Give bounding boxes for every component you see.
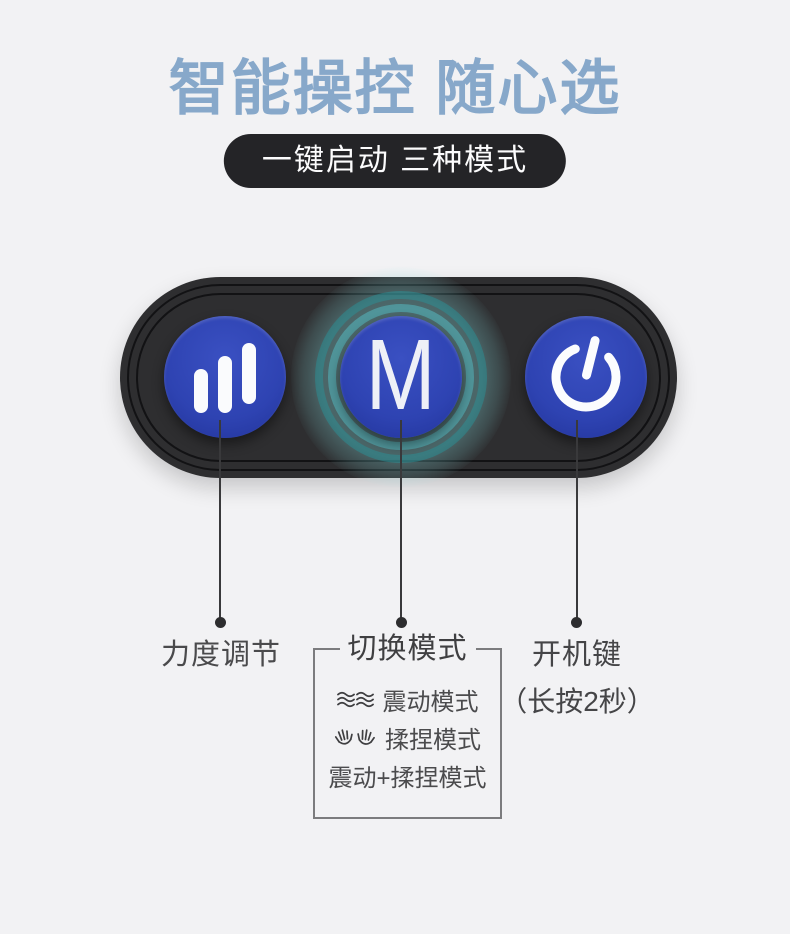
callout-line-mode	[400, 420, 402, 618]
page-title: 智能操控 随心选	[168, 55, 622, 122]
signal-bars-icon	[194, 342, 256, 413]
power-icon	[551, 336, 621, 412]
power-button[interactable]	[525, 316, 647, 438]
callout-dot-mode	[396, 617, 407, 628]
intensity-label: 力度调节	[160, 639, 281, 671]
callout-line-power	[576, 420, 578, 618]
power-sublabel: （长按2秒）	[499, 686, 655, 717]
mode-option-text: 震动+揉捏模式	[328, 764, 487, 792]
intensity-button[interactable]	[164, 316, 286, 438]
power-label: 开机键	[531, 639, 622, 671]
mode-options-list: 震动模式	[315, 686, 500, 792]
callout-dot-intensity	[215, 617, 226, 628]
mode-label: 切换模式	[339, 631, 476, 667]
mode-options-box: 切换模式 震动模式	[313, 631, 502, 819]
mode-button[interactable]: M	[340, 316, 462, 438]
callout-dot-power	[571, 617, 582, 628]
mode-option-combo: 震动+揉捏模式	[328, 762, 486, 792]
mode-option-text: 震动模式	[382, 688, 479, 716]
kneading-hands-icon	[334, 728, 375, 745]
feature-badge: 一键启动 三种模式	[223, 134, 567, 188]
mode-button-label: M	[366, 319, 436, 431]
mode-option-text: 揉捏模式	[385, 726, 481, 754]
mode-option-kneading: 揉捏模式	[334, 724, 481, 754]
callout-line-intensity	[219, 420, 221, 618]
mode-option-vibration: 震动模式	[336, 686, 479, 716]
vibration-waves-icon	[336, 691, 374, 707]
panel-groove-outer	[127, 284, 670, 471]
power-label-group: 开机键 （长按2秒）	[477, 631, 677, 720]
